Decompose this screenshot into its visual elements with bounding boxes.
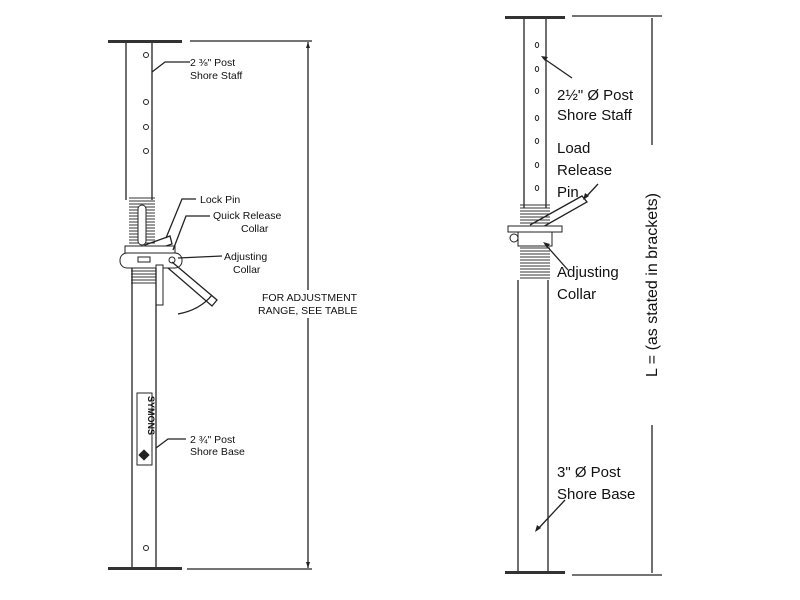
logo-text: SYMONS — [146, 396, 156, 435]
left-staff-label: 2 ⅜" Post — [190, 57, 235, 69]
right-adjusting-label: Adjusting — [557, 264, 619, 281]
left-base-label: 2 ¾" Post — [190, 434, 235, 446]
base-plate — [505, 571, 565, 574]
staff-holes — [143, 52, 149, 551]
quick-release-label-2: Collar — [241, 223, 269, 235]
adjustment-range-label-2: RANGE, SEE TABLE — [258, 305, 357, 317]
left-post-shore: SYMONS — [108, 40, 312, 570]
right-adjusting-label-2: Collar — [557, 286, 596, 303]
staff-holes — [534, 42, 540, 191]
right-staff-label-2: Shore Staff — [557, 107, 633, 124]
left-adjusting-label: Adjusting — [224, 251, 267, 263]
load-release-label: Load — [557, 140, 590, 157]
lock-pin-slot — [137, 204, 147, 246]
swing-arrow — [177, 294, 213, 315]
right-post-shore — [505, 15, 662, 576]
load-release-label-3: Pin — [557, 184, 579, 201]
top-plate — [505, 16, 565, 19]
base-plate — [108, 567, 182, 570]
collar-handle — [167, 261, 218, 307]
length-label: L = (as stated in brackets) — [644, 193, 661, 377]
adjustment-range-label: FOR ADJUSTMENT — [262, 292, 358, 304]
right-staff-label: 2½" Ø Post — [557, 87, 634, 104]
load-release-label-2: Release — [557, 162, 612, 179]
right-base-label: 3" Ø Post — [557, 464, 622, 481]
lock-pin-label: Lock Pin — [200, 194, 240, 206]
left-adjusting-label-2: Collar — [233, 264, 261, 276]
left-base-label-2: Shore Base — [190, 446, 245, 458]
symons-logo — [136, 392, 153, 466]
quick-release-label: Quick Release — [213, 210, 281, 222]
left-staff-label-2: Shore Staff — [190, 70, 242, 82]
adjusting-collar — [119, 252, 183, 269]
right-base-label-2: Shore Base — [557, 486, 635, 503]
top-plate — [108, 40, 182, 43]
